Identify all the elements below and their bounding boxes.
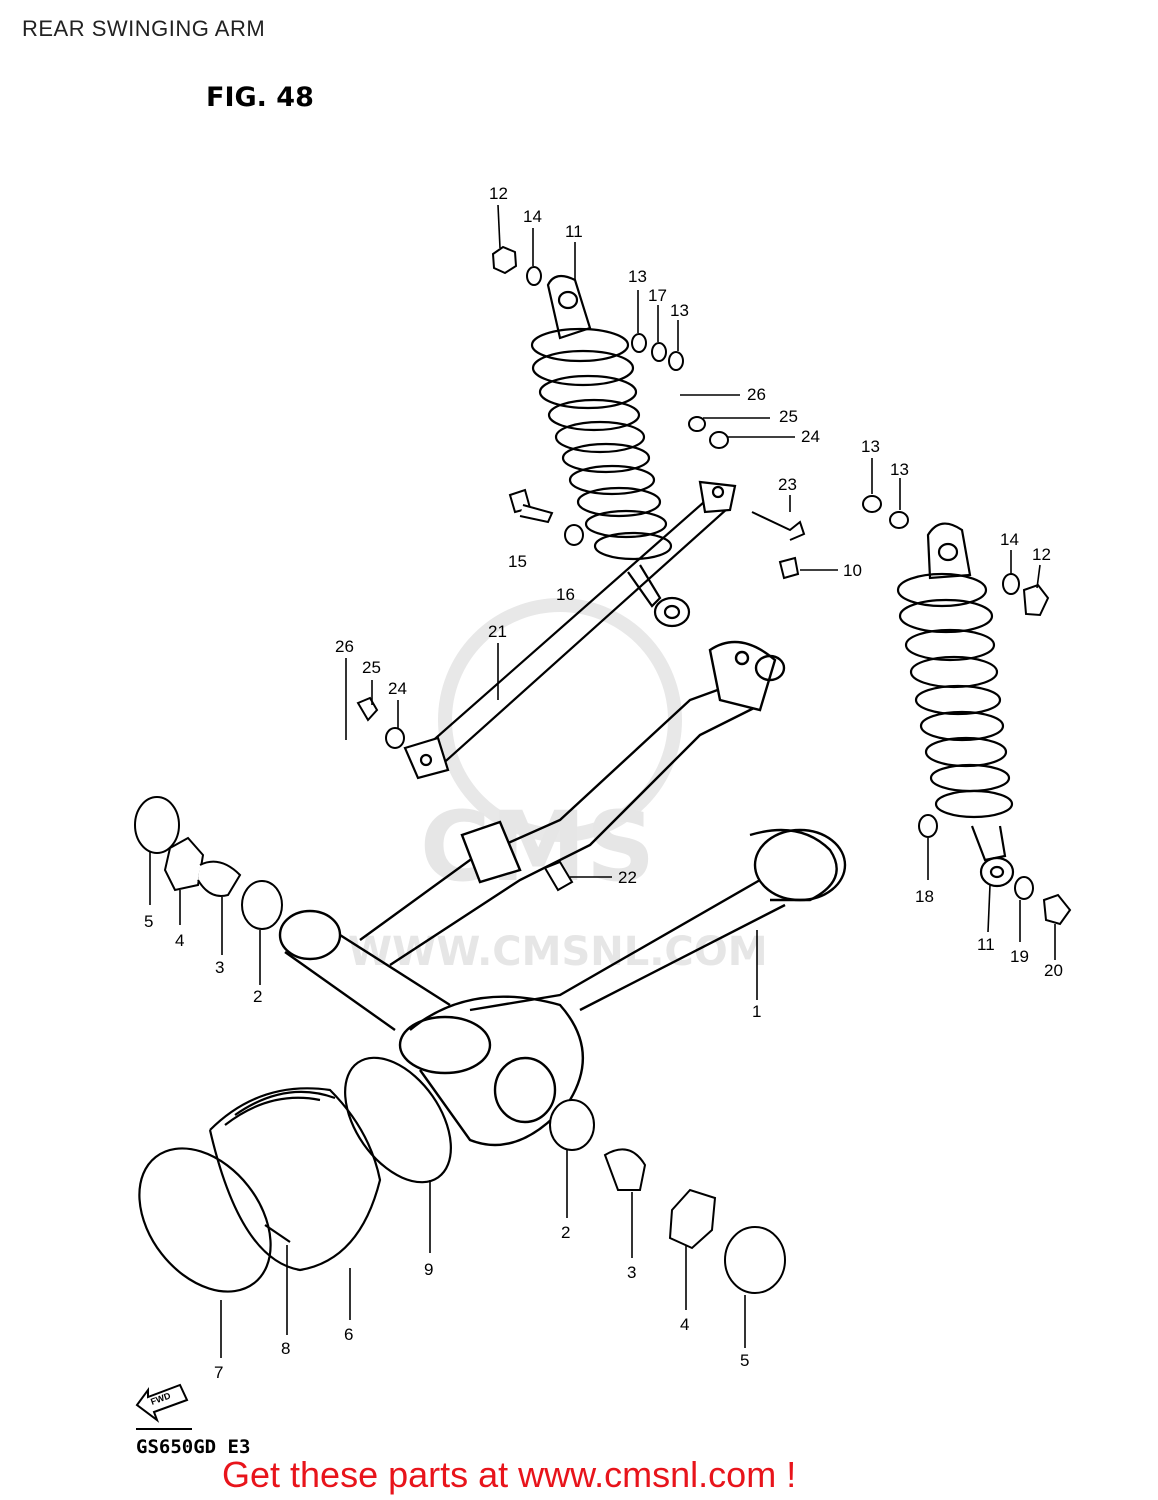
callout-15: 15 <box>508 552 527 571</box>
callout-4: 4 <box>680 1315 689 1334</box>
callout-13: 13 <box>670 301 689 320</box>
watermark: CMS WWW.CMSNL.COM <box>348 598 768 975</box>
model-underline <box>136 1428 192 1430</box>
callout-19: 19 <box>1010 947 1029 966</box>
cta-link[interactable]: Get these parts at www.cmsnl.com ! <box>222 1454 797 1495</box>
callout-numbers: 12 14 11 13 17 13 26 25 24 13 13 23 15 1… <box>144 184 1063 1382</box>
callout-25: 25 <box>779 407 798 426</box>
callout-25: 25 <box>362 658 381 677</box>
callout-9: 9 <box>424 1260 433 1279</box>
callout-5: 5 <box>740 1351 749 1370</box>
callout-17: 17 <box>648 286 667 305</box>
callout-3: 3 <box>215 958 224 977</box>
page-title: REAR SWINGING ARM <box>22 16 266 41</box>
callout-5: 5 <box>144 912 153 931</box>
left-shock-absorber <box>530 274 691 628</box>
callout-7: 7 <box>214 1363 223 1382</box>
callout-11: 11 <box>977 935 995 954</box>
callout-2: 2 <box>561 1223 570 1242</box>
callout-22: 22 <box>618 868 637 887</box>
callout-20: 20 <box>1044 961 1063 980</box>
callout-13: 13 <box>628 267 647 286</box>
fasteners <box>134 245 1072 1294</box>
swinging-arm <box>278 640 847 1147</box>
callout-18: 18 <box>915 887 934 906</box>
model-code: GS650GD E3 <box>136 1436 251 1458</box>
boot-assembly <box>138 1056 452 1293</box>
callout-14: 14 <box>1000 530 1019 549</box>
callout-1: 1 <box>752 1002 761 1021</box>
callout-2: 2 <box>253 987 262 1006</box>
watermark-site: WWW.CMSNL.COM <box>348 929 768 975</box>
callout-26: 26 <box>747 385 766 404</box>
callout-14: 14 <box>523 207 542 226</box>
figure-label: FIG. 48 <box>206 82 314 113</box>
callout-10: 10 <box>843 561 862 580</box>
callout-12: 12 <box>1032 545 1051 564</box>
forward-arrow: FWD <box>135 1383 189 1423</box>
callout-12: 12 <box>489 184 508 203</box>
callout-6: 6 <box>344 1325 353 1344</box>
callout-11: 11 <box>565 222 583 241</box>
torque-rod <box>403 480 737 780</box>
callout-8: 8 <box>281 1339 290 1358</box>
callout-23: 23 <box>778 475 797 494</box>
leader-lines <box>149 204 1056 1358</box>
callout-13: 13 <box>861 437 880 456</box>
right-shock-absorber <box>896 522 1015 888</box>
callout-21: 21 <box>488 622 507 641</box>
callout-24: 24 <box>801 427 820 446</box>
callout-26: 26 <box>335 637 354 656</box>
watermark-logo: CMS <box>420 791 655 903</box>
callout-24: 24 <box>388 679 407 698</box>
callout-13: 13 <box>890 460 909 479</box>
callout-16: 16 <box>556 585 575 604</box>
callout-3: 3 <box>627 1263 636 1282</box>
callout-4: 4 <box>175 931 184 950</box>
